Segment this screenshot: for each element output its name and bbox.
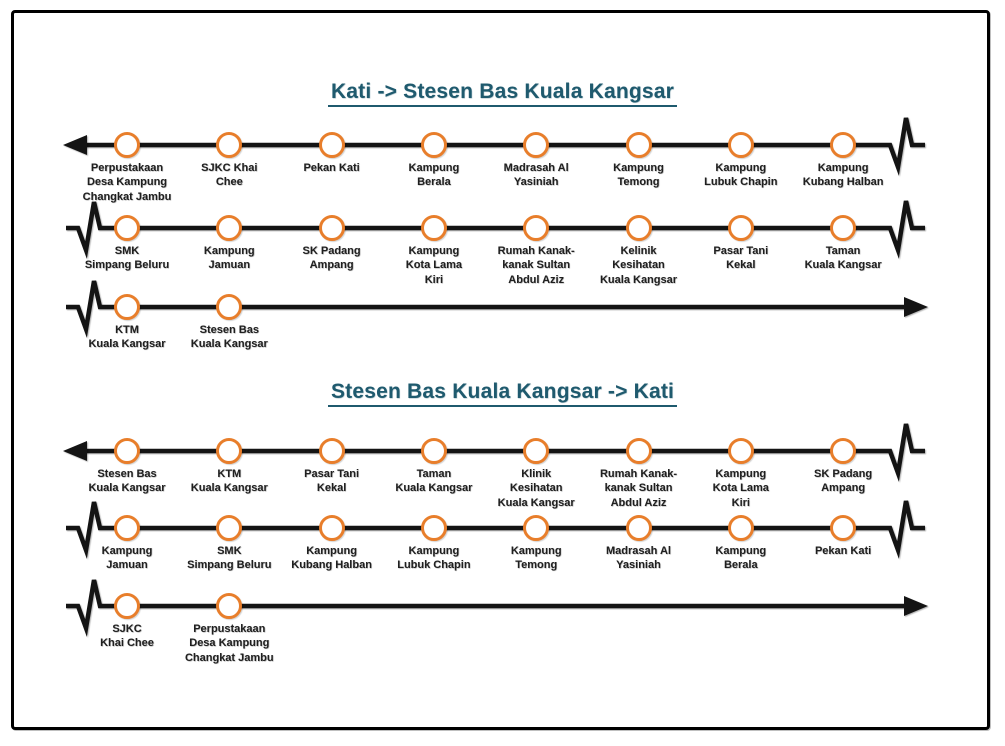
stop-label: Kampung Berala (715, 545, 767, 572)
route-title-stesen-to-kati: Stesen Bas Kuala Kangsar -> Kati (0, 380, 1005, 407)
route-line (66, 280, 904, 338)
stop-marker (216, 132, 243, 158)
stop-marker (318, 438, 345, 464)
stop-label: Madrasah Al Yasiniah (605, 545, 671, 572)
stop-label: SJKC Khai Chee (100, 623, 154, 650)
stop-marker (114, 593, 140, 619)
stop-marker (727, 132, 754, 158)
stop-marker (216, 593, 243, 619)
stop-marker (216, 294, 243, 320)
stop-label: Rumah Kanak- kanak Sultan Abdul Aziz (599, 468, 678, 509)
stop-marker (625, 515, 652, 541)
slide-border-frame (11, 10, 990, 730)
stop-label: SK Padang Ampang (302, 245, 361, 272)
stop-label: Madrasah Al Yasiniah (503, 162, 569, 189)
route-line (85, 423, 925, 482)
stop-label: Kampung Kubang Halban (802, 162, 884, 189)
stop-label: Perpustakaan Desa Kampung Changkat Jambu (184, 623, 274, 664)
stop-label: Taman Kuala Kangsar (395, 468, 473, 495)
stop-marker (625, 132, 652, 158)
stop-marker (830, 515, 857, 541)
route-line (66, 579, 904, 637)
stop-marker (216, 215, 243, 241)
route-title-text: Stesen Bas Kuala Kangsar -> Kati (327, 380, 678, 407)
stop-label: Kelinik Kesihatan Kuala Kangsar (599, 245, 678, 286)
stop-label: Pekan Kati (303, 162, 360, 174)
stop-marker (420, 132, 447, 158)
stop-marker (114, 132, 140, 158)
route-track (63, 423, 925, 482)
stop-label: Stesen Bas Kuala Kangsar (190, 324, 268, 351)
stop-marker (523, 215, 550, 241)
arrow-right-icon (904, 297, 928, 317)
stop-marker (114, 438, 140, 464)
stop-marker (727, 215, 754, 241)
stop-label: Kampung Kota Lama Kiri (405, 245, 463, 286)
stop-label: Rumah Kanak- kanak Sultan Abdul Aziz (497, 245, 575, 286)
route-line (66, 500, 925, 559)
stop-label: Pasar Tani Kekal (713, 245, 769, 272)
route-track (66, 200, 925, 259)
route-title-kati-to-stesen: Kati -> Stesen Bas Kuala Kangsar (0, 80, 1005, 107)
route-line (66, 200, 925, 259)
stop-label: KTM Kuala Kangsar (190, 468, 268, 495)
stop-marker (523, 515, 550, 541)
arrow-right-icon (904, 596, 928, 616)
stop-label: SMK Simpang Beluru (187, 545, 272, 572)
stop-label: Kampung Berala (408, 162, 460, 189)
stop-label: Pekan Kati (814, 545, 872, 557)
stop-marker (420, 438, 447, 464)
stop-label: Kampung Temong (613, 162, 664, 189)
stop-marker (114, 294, 140, 320)
stop-label: Pasar Tani Kekal (304, 468, 359, 495)
stop-marker (318, 215, 345, 241)
stop-marker (216, 515, 243, 541)
stop-marker (830, 215, 857, 241)
stop-marker (727, 438, 754, 464)
stop-marker (420, 215, 447, 241)
stop-label: Kampung Lubuk Chapin (704, 162, 778, 189)
stop-marker (830, 438, 857, 464)
stop-marker (318, 515, 345, 541)
stop-label: Kampung Temong (510, 545, 562, 572)
stop-label: Perpustakaan Desa Kampung Changkat Jambu (82, 162, 172, 203)
arrow-left-icon (63, 135, 87, 155)
route-track (63, 117, 925, 176)
route-line (85, 117, 925, 176)
route-track (66, 500, 925, 559)
stop-marker (523, 438, 550, 464)
stop-marker (523, 132, 550, 158)
stop-marker (420, 515, 447, 541)
stop-marker (727, 515, 754, 541)
stop-marker (318, 132, 345, 158)
stop-label: KTM Kuala Kangsar (88, 324, 166, 351)
arrow-left-icon (63, 441, 87, 461)
stop-label: Klinik Kesihatan Kuala Kangsar (497, 468, 575, 509)
stop-label: Kampung Jamuan (203, 245, 255, 272)
stop-marker (625, 215, 652, 241)
stop-label: SJKC Khai Chee (201, 162, 258, 189)
stop-label: SK Padang Ampang (814, 468, 873, 495)
stop-label: SMK Simpang Beluru (84, 245, 170, 272)
stop-marker (830, 132, 857, 158)
stop-label: Stesen Bas Kuala Kangsar (88, 468, 166, 495)
stop-label: Kampung Kota Lama Kiri (712, 468, 769, 509)
stop-label: Taman Kuala Kangsar (804, 245, 882, 272)
stop-marker (114, 515, 140, 541)
stop-marker (114, 215, 140, 241)
route-title-text: Kati -> Stesen Bas Kuala Kangsar (327, 80, 678, 107)
stop-marker (625, 438, 652, 464)
stop-label: Kampung Lubuk Chapin (397, 545, 471, 572)
stop-marker (216, 438, 243, 464)
stop-label: Kampung Jamuan (101, 545, 153, 572)
stop-label: Kampung Kubang Halban (291, 545, 372, 572)
